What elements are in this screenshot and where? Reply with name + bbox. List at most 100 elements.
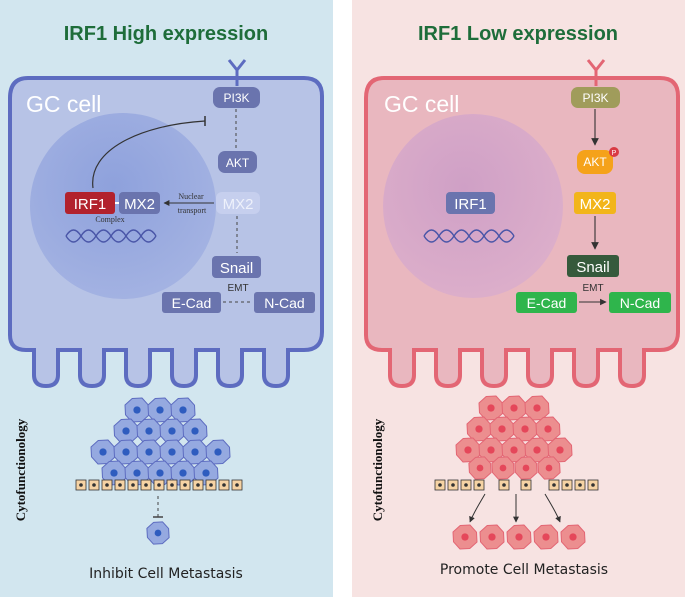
high-receptor-icon (227, 59, 247, 86)
cell-nucleus (156, 469, 164, 477)
low-cell-cluster (455, 395, 573, 480)
high-nuclear-transport-label-2: transport (178, 206, 207, 215)
cell-nucleus (168, 448, 176, 456)
low-migrated-cells (452, 524, 586, 550)
cell-nucleus (488, 533, 496, 541)
low-ecad-node (516, 292, 577, 313)
high-ncad-node (254, 292, 315, 313)
high-cell-cluster (90, 397, 231, 486)
barrier-dot (131, 483, 135, 487)
low-dna-icon (423, 229, 515, 243)
high-mx2-cytoplasm-label: MX2 (223, 196, 254, 213)
cell-nucleus (110, 469, 118, 477)
barrier-dot (451, 483, 455, 487)
high-emt-label: EMT (227, 283, 248, 294)
low-emt-label: EMT (582, 283, 603, 294)
low-pi3k-label: PI3K (582, 91, 608, 105)
barrier-dot (235, 483, 239, 487)
cell-nucleus (191, 448, 199, 456)
cell-nucleus (487, 404, 495, 412)
high-complex-label: Complex (95, 215, 124, 224)
cell-nucleus (202, 469, 210, 477)
barrier-dot (79, 483, 83, 487)
panel-high-title: IRF1 High expression (64, 23, 269, 45)
low-migration-arrow-right (544, 493, 561, 523)
barrier-dot (157, 483, 161, 487)
barrier-dot (118, 483, 122, 487)
high-ecad-label: E-Cad (172, 295, 212, 311)
cell-nucleus (179, 406, 187, 414)
cell-nucleus (461, 533, 469, 541)
cell-nucleus (191, 427, 199, 435)
cell-nucleus (145, 427, 153, 435)
barrier-dot (565, 483, 569, 487)
barrier-dot (578, 483, 582, 487)
barrier-dot (196, 483, 200, 487)
cell-nucleus (122, 448, 130, 456)
low-outcome: Promote Cell Metastasis (440, 562, 608, 578)
high-outcome: Inhibit Cell Metastasis (89, 566, 243, 582)
high-mx2-nuclear-node (119, 192, 160, 214)
panel-high: IRF1 High expression GC cell PI3K AKT MX… (0, 0, 333, 597)
cell-nucleus (214, 448, 222, 456)
cell-nucleus (464, 446, 472, 454)
high-irf1-label: IRF1 (74, 196, 107, 213)
cell-nucleus (522, 464, 530, 472)
low-irf1-label: IRF1 (454, 196, 487, 213)
high-ncad-label: N-Cad (264, 295, 304, 311)
high-single-cell (146, 521, 170, 545)
low-migration-arrow-left (469, 493, 486, 523)
barrier-dot (183, 483, 187, 487)
cell-nucleus (475, 425, 483, 433)
cell-nucleus (476, 464, 484, 472)
panel-low-title: IRF1 Low expression (418, 23, 618, 45)
high-nuclear-transport-label-1: Nuclear (178, 192, 204, 201)
cell-nucleus (122, 427, 130, 435)
barrier-dot (222, 483, 226, 487)
cell-nucleus (133, 406, 141, 414)
barrier-dot (92, 483, 96, 487)
barrier-dot (477, 483, 481, 487)
high-snail-node (212, 256, 261, 278)
low-basement-barrier (434, 479, 599, 491)
high-ecad-node (162, 292, 221, 313)
low-mx2-node (574, 192, 616, 214)
barrier-dot (144, 483, 148, 487)
barrier-dot (502, 483, 506, 487)
cell-nucleus (499, 464, 507, 472)
panel-low: IRF1 Low expression GC cell IRF1 PI3K AK… (352, 0, 685, 597)
cell-nucleus (510, 446, 518, 454)
cell-nucleus (533, 446, 541, 454)
low-pi3k-node (571, 87, 620, 108)
low-phospho-icon (609, 147, 619, 157)
low-receptor-icon (586, 59, 606, 86)
cell-nucleus (179, 469, 187, 477)
high-pi3k-label: PI3K (223, 91, 249, 105)
cell-nucleus (156, 406, 164, 414)
high-snail-label: Snail (220, 260, 253, 277)
cell-nucleus (510, 404, 518, 412)
low-mx2-label: MX2 (580, 196, 611, 213)
low-ncad-node (609, 292, 671, 313)
low-phospho-label: P (612, 150, 617, 157)
cell-nucleus (521, 425, 529, 433)
cell-nucleus (545, 464, 553, 472)
high-inhibition-curve (92, 120, 206, 189)
barrier-dot (105, 483, 109, 487)
cell-nucleus (145, 448, 153, 456)
cell-nucleus (168, 427, 176, 435)
cell-nucleus (569, 533, 577, 541)
cell-nucleus (487, 446, 495, 454)
cell-nucleus (133, 469, 141, 477)
cell-nucleus (515, 533, 523, 541)
barrier-dot (552, 483, 556, 487)
low-snail-label: Snail (576, 259, 609, 276)
cell-nucleus (154, 529, 162, 537)
high-pi3k-node (213, 87, 260, 108)
high-irf1-node (65, 192, 115, 214)
high-dna-icon (65, 229, 157, 243)
barrier-dot (524, 483, 528, 487)
cell-nucleus (544, 425, 552, 433)
low-akt-node (577, 150, 613, 174)
